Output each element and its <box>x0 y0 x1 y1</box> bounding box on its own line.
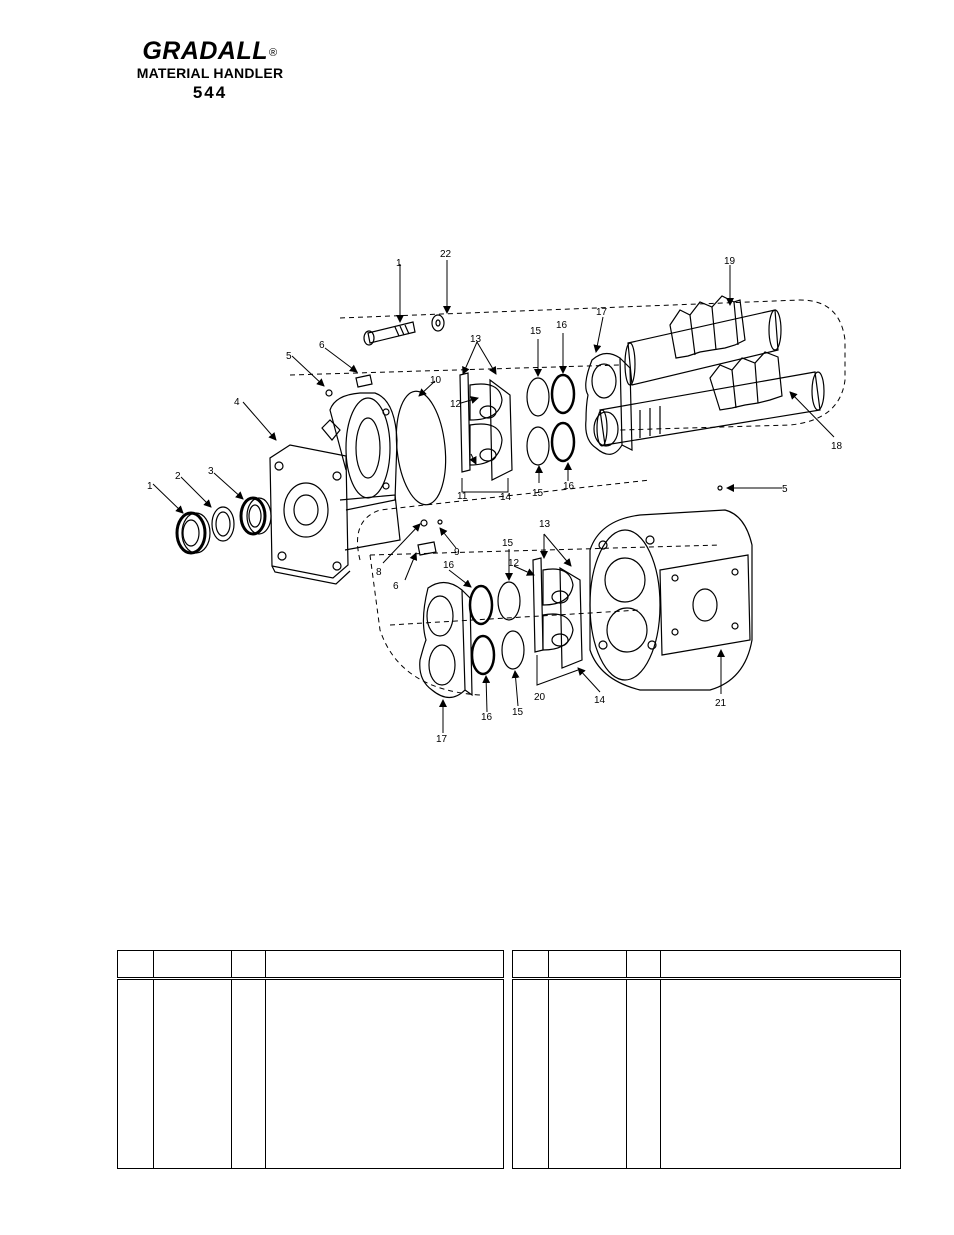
callout-19: 19 <box>724 256 736 267</box>
exploded-pump-diagram: 1 2 3 4 5 6 1 22 10 13 12 11 14 15 16 17… <box>147 249 846 745</box>
callout-10: 10 <box>430 375 442 386</box>
callout-16a: 16 <box>556 320 568 331</box>
o-ring-part-10 <box>395 390 447 506</box>
dowel-part-6-top <box>355 374 373 388</box>
callout-16d: 16 <box>481 712 493 723</box>
bolt-part-7 <box>363 321 416 346</box>
ring-part-8 <box>420 519 428 527</box>
wear-plates-upper <box>459 372 513 481</box>
callout-15c: 15 <box>502 538 514 549</box>
rings-lower <box>468 581 525 676</box>
callout-18: 18 <box>831 441 843 452</box>
callout-17b: 17 <box>436 734 448 745</box>
seal-part-1 <box>175 511 211 555</box>
callout-labels: 1 2 3 4 5 6 1 22 10 13 12 11 14 15 16 17… <box>147 249 843 745</box>
callout-5a: 5 <box>286 351 292 362</box>
brand-block: GRADALL® MATERIAL HANDLER 544 <box>110 38 310 104</box>
callout-9: 9 <box>454 547 460 558</box>
callout-6a: 6 <box>319 340 325 351</box>
callout-6b: 6 <box>393 581 399 592</box>
table-body-row <box>512 978 901 1169</box>
callout-3: 3 <box>208 466 214 477</box>
callout-21: 21 <box>715 698 727 709</box>
parts-table-right <box>512 950 901 1169</box>
table-body-row <box>117 978 504 1169</box>
callout-11: 11 <box>457 491 468 502</box>
callout-16b: 16 <box>563 481 575 492</box>
table-header-row <box>117 950 504 980</box>
parts-table-left <box>117 950 504 1169</box>
callout-1a: 1 <box>147 481 153 492</box>
washer-part-22 <box>431 314 445 332</box>
callout-16c: 16 <box>443 560 455 571</box>
callout-15b: 15 <box>532 488 544 499</box>
wear-plates-lower <box>532 557 583 669</box>
rear-housing-part-21 <box>589 509 753 691</box>
callout-5b: 5 <box>782 484 788 495</box>
bearing-part-3 <box>239 496 272 536</box>
callout-12a: 12 <box>450 399 462 410</box>
table-header-row <box>512 950 901 980</box>
end-plate-part-17-lower <box>419 581 473 699</box>
callout-15a: 15 <box>530 326 542 337</box>
model-number: 544 <box>192 83 228 102</box>
ball-part-9 <box>437 519 443 525</box>
ball-part-5-top <box>325 389 333 397</box>
callout-8: 8 <box>376 567 382 578</box>
callout-13b: 13 <box>539 519 551 530</box>
callout-14b: 14 <box>594 695 606 706</box>
front-housing-part-4 <box>269 392 401 585</box>
leader-arrows <box>152 260 835 733</box>
brand-logo: GRADALL® <box>142 37 278 65</box>
callout-13a: 13 <box>470 334 482 345</box>
rings-upper <box>526 373 576 466</box>
gear-shaft-part-18 <box>596 351 825 447</box>
ball-part-5-lower <box>717 485 723 491</box>
snap-ring-part-2 <box>211 506 235 542</box>
brand-subtitle: MATERIAL HANDLER <box>136 65 284 81</box>
callout-15d: 15 <box>512 707 524 718</box>
gear-shaft-part-19 <box>624 295 782 386</box>
callout-2: 2 <box>175 471 181 482</box>
callout-4: 4 <box>234 397 240 408</box>
end-plate-part-17-upper <box>585 352 633 455</box>
callout-17a: 17 <box>596 307 608 318</box>
bracket-lines <box>461 478 579 686</box>
callout-22: 22 <box>440 249 452 260</box>
callout-14a: 14 <box>500 492 512 503</box>
dowel-part-6-lower <box>417 541 437 556</box>
registered-mark: ® <box>269 47 278 59</box>
callout-1b: 1 <box>396 258 402 269</box>
callout-12b: 12 <box>508 558 520 569</box>
callout-20: 20 <box>534 692 546 703</box>
